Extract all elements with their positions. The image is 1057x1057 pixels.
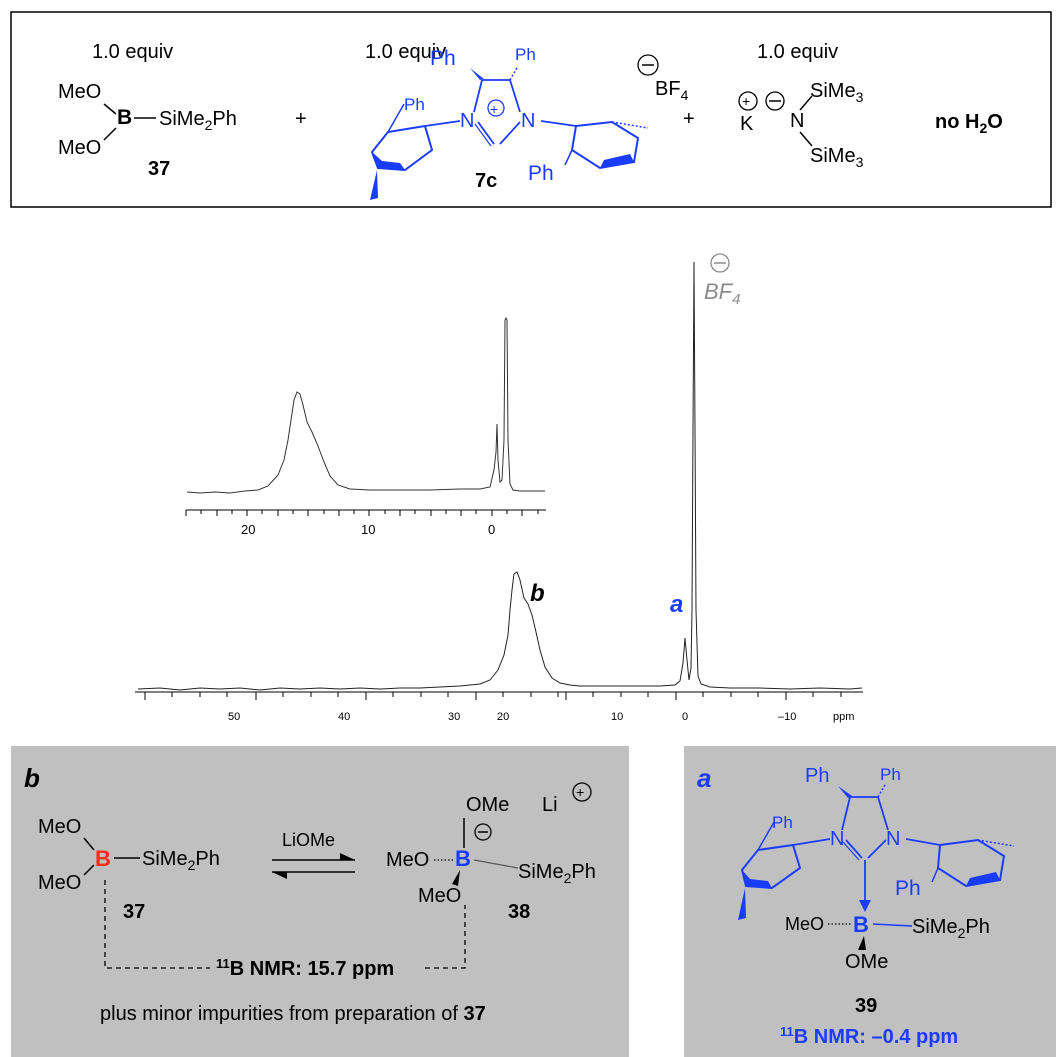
nhc-7c-structure: Ph Ph N N + Ph Ph xyxy=(370,45,649,200)
label-37: 37 xyxy=(148,158,170,180)
svg-text:+: + xyxy=(576,784,584,800)
tick-40: 40 xyxy=(338,711,350,723)
panel-b-meo-38-bottom: MeO xyxy=(418,885,461,907)
bf4-anion: BF4 xyxy=(655,78,689,103)
plus-2: + xyxy=(683,108,695,130)
svg-text:Ph: Ph xyxy=(404,95,425,114)
panel-b-silyl-37: SiMe2Ph xyxy=(142,848,220,873)
nhc-borane-39-structure: Ph Ph N N Ph Ph MeO B SiMe2Ph xyxy=(738,765,1015,973)
meo-bottom-37: MeO xyxy=(58,137,101,159)
nitrogen-khmds: N xyxy=(790,110,804,132)
panel-a-silyl: SiMe2Ph xyxy=(912,916,990,941)
lithium-cation: Li xyxy=(542,794,558,816)
main-axis-ticks xyxy=(144,692,842,700)
svg-text:Ph: Ph xyxy=(895,877,921,900)
inset-tick-10: 10 xyxy=(361,522,375,537)
peak-label-b: b xyxy=(530,580,545,607)
boron-37: B xyxy=(117,106,132,129)
svg-text:+: + xyxy=(742,93,750,109)
plus-1: + xyxy=(295,108,307,130)
tick-20: 20 xyxy=(497,711,509,723)
inset-spectrum-trace xyxy=(186,316,545,494)
tick-minus10: –10 xyxy=(778,711,796,723)
panel-b-label-38: 38 xyxy=(508,901,530,923)
sime3-top: SiMe3 xyxy=(810,80,864,105)
equiv-7c: 1.0 equiv xyxy=(365,41,446,63)
axis-unit: ppm xyxy=(833,711,854,723)
silyl-37: SiMe2Ph xyxy=(159,108,237,133)
svg-text:MeO: MeO xyxy=(785,914,824,934)
panel-b-label-37: 37 xyxy=(123,901,145,923)
svg-text:N: N xyxy=(460,110,474,132)
svg-text:N: N xyxy=(830,828,844,850)
potassium: K xyxy=(740,113,754,135)
label-7c: 7c xyxy=(475,170,497,192)
panel-b-boron-37: B xyxy=(95,846,111,871)
svg-text:N: N xyxy=(521,110,535,132)
sime3-bottom: SiMe3 xyxy=(810,145,864,170)
main-spectrum-trace xyxy=(137,261,863,691)
reagent-liome: LiOMe xyxy=(282,830,335,850)
equiv-37: 1.0 equiv xyxy=(92,41,173,63)
tick-30: 30 xyxy=(448,711,460,723)
panel-a-letter: a xyxy=(697,763,711,793)
tick-10: 10 xyxy=(611,711,623,723)
panel-b xyxy=(11,746,629,1057)
panel-b-ome: OMe xyxy=(466,794,509,816)
svg-text:B: B xyxy=(853,912,869,937)
reaction-box xyxy=(10,11,1052,208)
svg-text:Ph: Ph xyxy=(528,162,554,185)
equiv-khmds: 1.0 equiv xyxy=(757,41,838,63)
svg-text:N: N xyxy=(886,828,900,850)
svg-text:Ph: Ph xyxy=(805,765,829,787)
panel-b-note: plus minor impurities from preparation o… xyxy=(100,1003,486,1025)
no-water-label: no H2O xyxy=(935,111,1003,136)
inset-axis-ticks xyxy=(185,510,539,516)
panel-b-boron-38: B xyxy=(455,846,471,871)
panel-b-letter: b xyxy=(24,763,40,793)
panel-a-nmr: 11B NMR: –0.4 ppm xyxy=(780,1024,958,1048)
tick-0: 0 xyxy=(682,711,688,723)
svg-text:OMe: OMe xyxy=(845,951,888,973)
svg-text:Ph: Ph xyxy=(430,47,456,70)
panel-b-silyl-38: SiMe2Ph xyxy=(518,861,596,886)
inset-tick-0: 0 xyxy=(488,522,495,537)
svg-text:Ph: Ph xyxy=(772,813,793,832)
meo-top-37: MeO xyxy=(58,81,101,103)
inset-tick-20: 20 xyxy=(241,522,255,537)
panel-b-meo-top: MeO xyxy=(38,816,81,838)
tick-50: 50 xyxy=(228,711,240,723)
svg-text:Ph: Ph xyxy=(515,45,536,64)
panel-b-meo-38: MeO xyxy=(386,849,429,871)
panel-b-nmr: 11B NMR: 15.7 ppm xyxy=(216,956,394,980)
peak-label-a: a xyxy=(670,591,683,618)
panel-a-label-39: 39 xyxy=(855,995,877,1017)
svg-text:Ph: Ph xyxy=(880,765,901,784)
svg-text:+: + xyxy=(490,101,498,117)
bf4-peak-label: BF4 xyxy=(704,279,740,308)
panel-b-meo-bottom: MeO xyxy=(38,872,81,894)
